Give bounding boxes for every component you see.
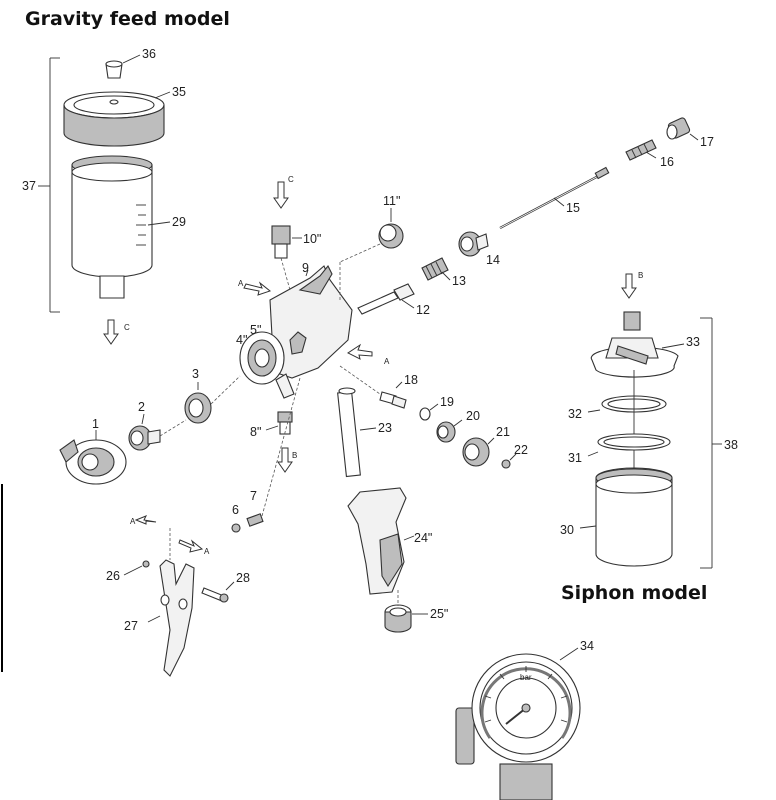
spring-16 bbox=[625, 139, 657, 161]
label-38: 38 bbox=[724, 438, 738, 452]
cup-lid-35 bbox=[63, 91, 165, 147]
label-9: 9 bbox=[302, 261, 309, 275]
label-7: 7 bbox=[250, 489, 257, 503]
label-13: 13 bbox=[452, 274, 466, 288]
flow-marker-c-inlet: C bbox=[288, 175, 294, 184]
nozzle-2 bbox=[128, 425, 161, 451]
screw-7 bbox=[246, 513, 264, 527]
needle-knob-17 bbox=[666, 117, 691, 140]
flow-marker-a-top: A bbox=[238, 279, 244, 288]
o-ring-19 bbox=[419, 407, 431, 421]
label-8: 8" bbox=[250, 425, 261, 439]
flow-marker-c-cup: C bbox=[124, 323, 130, 332]
label-34: 34 bbox=[580, 639, 594, 653]
label-10: 10" bbox=[303, 232, 321, 246]
flow-marker-b-inlet: B bbox=[292, 451, 297, 460]
cup-vent-cap-36 bbox=[105, 60, 123, 79]
baffle-3 bbox=[184, 392, 212, 424]
handle-24 bbox=[347, 487, 407, 595]
label-18: 18 bbox=[404, 373, 418, 387]
gravity-cup-assembly: 37 36 35 29 bbox=[22, 47, 186, 345]
label-33: 33 bbox=[686, 335, 700, 349]
gauge-unit: bar bbox=[520, 673, 532, 682]
label-25: 25" bbox=[430, 607, 448, 621]
siphon-cup-assembly: B 33 32 31 30 38 bbox=[560, 271, 738, 569]
label-3: 3 bbox=[192, 367, 199, 381]
siphon-cup-30 bbox=[595, 467, 673, 567]
label-28: 28 bbox=[236, 571, 250, 585]
spring-13 bbox=[421, 257, 449, 281]
label-11: 11" bbox=[383, 194, 400, 208]
label-17: 17 bbox=[700, 135, 714, 149]
pin-28 bbox=[201, 587, 229, 603]
flow-marker-b-cup: B bbox=[638, 271, 643, 280]
valve-18 bbox=[379, 391, 407, 409]
fluid-inlet-10 bbox=[271, 225, 291, 259]
label-20: 20 bbox=[466, 409, 480, 423]
screw-6 bbox=[231, 523, 241, 533]
label-12: 12 bbox=[416, 303, 430, 317]
flow-marker-a-trigger-right: A bbox=[204, 547, 210, 556]
label-36: 36 bbox=[142, 47, 156, 61]
flow-marker-a-right: A bbox=[384, 357, 390, 366]
siphon-tube-31 bbox=[597, 370, 671, 470]
label-35: 35 bbox=[172, 85, 186, 99]
label-14: 14 bbox=[486, 253, 500, 267]
gravity-feed-title: Gravity feed model bbox=[25, 8, 230, 30]
adjuster-knob-21 bbox=[462, 437, 490, 467]
label-22: 22 bbox=[514, 443, 528, 457]
label-30: 30 bbox=[560, 523, 574, 537]
needle-adjuster-14 bbox=[458, 231, 489, 257]
label-32: 32 bbox=[568, 407, 582, 421]
trigger-27 bbox=[159, 559, 195, 677]
label-31: 31 bbox=[568, 451, 582, 465]
cap-11 bbox=[378, 223, 404, 249]
label-24: 24" bbox=[414, 531, 432, 545]
needle-guide-12 bbox=[357, 283, 415, 315]
screw-22 bbox=[501, 459, 511, 469]
gun-body-9 bbox=[239, 264, 353, 399]
label-23: 23 bbox=[378, 421, 392, 435]
label-21: 21 bbox=[496, 425, 510, 439]
label-19: 19 bbox=[440, 395, 454, 409]
clip-26 bbox=[142, 560, 150, 568]
label-2: 2 bbox=[138, 400, 145, 414]
label-15: 15 bbox=[566, 201, 580, 215]
label-27: 27 bbox=[124, 619, 138, 633]
label-1: 1 bbox=[92, 417, 99, 431]
label-6: 6 bbox=[232, 503, 239, 517]
needle-15 bbox=[499, 166, 610, 229]
paint-cup-29 bbox=[71, 155, 153, 299]
valve-seat-20 bbox=[436, 421, 456, 443]
label-5: 5" bbox=[250, 323, 261, 337]
label-37: 37 bbox=[22, 179, 36, 193]
handle-tube-23 bbox=[337, 387, 361, 478]
flow-marker-a-trigger-left: A bbox=[130, 517, 136, 526]
label-26: 26 bbox=[106, 569, 120, 583]
label-16: 16 bbox=[660, 155, 674, 169]
label-4: 4" bbox=[236, 333, 247, 347]
label-29: 29 bbox=[172, 215, 186, 229]
fitting-8 bbox=[277, 411, 293, 435]
air-cap-1 bbox=[59, 439, 127, 485]
pressure-gauge-34: bar bbox=[455, 653, 581, 800]
siphon-lid-33 bbox=[590, 311, 679, 378]
air-inlet-25 bbox=[384, 604, 412, 633]
siphon-model-title: Siphon model bbox=[561, 582, 708, 604]
